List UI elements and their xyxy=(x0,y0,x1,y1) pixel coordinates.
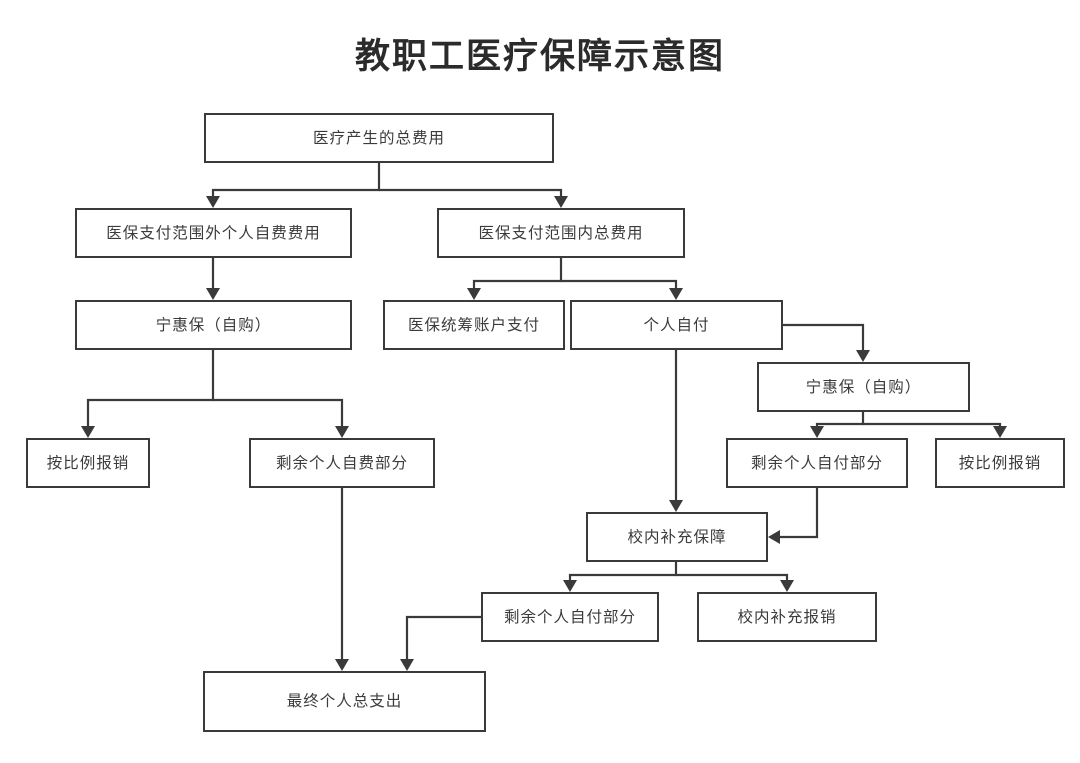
edge-inside-split xyxy=(472,258,563,292)
edge-total-to-inside xyxy=(379,188,563,200)
node-campus-supplementary-coverage[interactable]: 校内补充保障 xyxy=(586,512,768,562)
node-remaining-self-payment-1[interactable]: 剩余个人自付部分 xyxy=(726,438,908,488)
node-proportional-reimbursement-right[interactable]: 按比例报销 xyxy=(935,438,1065,488)
arrowhead-reimb-left xyxy=(81,426,95,438)
node-outside-coverage-self-cost[interactable]: 医保支付范围外个人自费费用 xyxy=(75,208,352,258)
node-remaining-self-payment-2[interactable]: 剩余个人自付部分 xyxy=(481,592,659,642)
node-inside-coverage-total-cost[interactable]: 医保支付范围内总费用 xyxy=(437,208,685,258)
node-label: 医保支付范围内总费用 xyxy=(478,223,644,242)
edge-remain-pay1-to-campus xyxy=(776,488,819,539)
arrowhead-final-right xyxy=(400,659,414,671)
node-label: 按比例报销 xyxy=(958,453,1042,472)
node-pooled-account-payment[interactable]: 医保统筹账户支付 xyxy=(383,300,565,350)
node-label: 宁惠保（自购） xyxy=(805,377,922,396)
node-proportional-reimbursement-left[interactable]: 按比例报销 xyxy=(26,438,150,488)
edge-campus-to-reimb xyxy=(676,573,789,584)
arrowhead-campus-extra xyxy=(669,500,683,512)
arrowhead-campus-extra-side xyxy=(768,530,780,544)
edge-ninghui-right-split xyxy=(815,412,865,430)
arrowhead-remain-self-pay1 xyxy=(810,426,824,438)
node-label: 最终个人总支出 xyxy=(286,692,403,711)
node-label: 按比例报销 xyxy=(46,453,130,472)
node-final-personal-total-expense[interactable]: 最终个人总支出 xyxy=(203,671,486,732)
arrowhead-ninghui-right xyxy=(856,350,870,362)
arrowhead-outside xyxy=(206,196,220,208)
arrowhead-reimb-right xyxy=(993,426,1007,438)
node-label: 医疗产生的总费用 xyxy=(312,128,445,147)
edge-campus-split xyxy=(568,562,678,584)
arrowhead-pool-pay xyxy=(467,288,481,300)
node-label: 剩余个人自付部分 xyxy=(503,607,636,626)
node-label: 校内补充保障 xyxy=(627,527,727,546)
node-total-medical-cost[interactable]: 医疗产生的总费用 xyxy=(204,113,554,163)
arrowhead-remain-self-cost xyxy=(335,426,349,438)
node-label: 宁惠保（自购） xyxy=(155,315,272,334)
arrowhead-ninghui-left xyxy=(206,288,220,300)
page-title: 教职工医疗保障示意图 xyxy=(354,37,725,77)
node-label: 个人自付 xyxy=(643,315,710,334)
edge-selfpay-to-ninghui-right xyxy=(783,323,865,354)
node-personal-self-payment[interactable]: 个人自付 xyxy=(570,300,783,350)
node-remaining-self-cost[interactable]: 剩余个人自费部分 xyxy=(249,438,435,488)
edge-total-split xyxy=(211,163,381,200)
arrowhead-remain-self-pay2 xyxy=(563,580,577,592)
node-ninghuibao-right[interactable]: 宁惠保（自购） xyxy=(757,362,970,412)
node-label: 医保统筹账户支付 xyxy=(407,315,540,334)
node-label: 剩余个人自付部分 xyxy=(750,453,883,472)
arrowhead-final-left xyxy=(335,659,349,671)
edge-inside-to-selfpay xyxy=(561,279,678,292)
node-campus-supplementary-reimbursement[interactable]: 校内补充报销 xyxy=(697,592,877,642)
node-label: 医保支付范围外个人自费费用 xyxy=(106,223,321,242)
edge-ninghui-left-to-remain xyxy=(213,398,344,430)
edge-ninghui-right-to-reimb xyxy=(863,422,1002,430)
arrowhead-self-pay xyxy=(669,288,683,300)
node-ninghuibao-left[interactable]: 宁惠保（自购） xyxy=(75,300,352,350)
node-label: 剩余个人自费部分 xyxy=(275,453,408,472)
arrowhead-inside xyxy=(554,196,568,208)
edge-remain-pay2-to-final xyxy=(405,615,481,663)
edge-ninghui-left-split xyxy=(86,350,215,430)
node-label: 校内补充报销 xyxy=(737,607,837,626)
arrowhead-campus-reimb xyxy=(780,580,794,592)
